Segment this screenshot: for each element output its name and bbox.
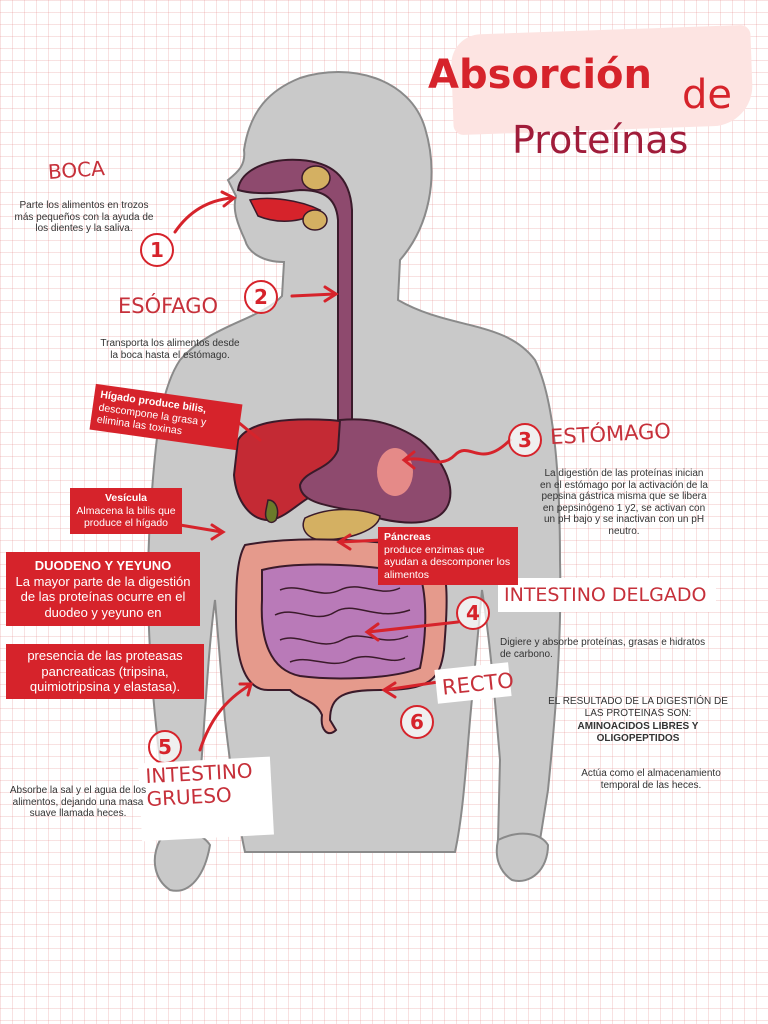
tag-vesicula-text: Almacena la bilis que produce el hígado (76, 504, 176, 530)
label-esofago: ESÓFAGO (118, 294, 219, 318)
desc-esofago: Transporta los alimentos desde la boca h… (100, 338, 240, 361)
tag-vesicula: Vesícula Almacena la bilis que produce e… (70, 488, 182, 534)
desc-boca: Parte los alimentos en trozos más pequeñ… (14, 200, 154, 234)
small-intestine (260, 563, 427, 680)
arrow-2 (290, 292, 337, 298)
arrow-liver (236, 420, 262, 442)
esophagus (236, 158, 353, 421)
resultado-line2: AMINOACIDOS LIBRES Y OLIGOPEPTIDOS (577, 721, 699, 744)
resultado-line1: EL RESULTADO DE LA DIGESTIÓN DE LAS PROT… (548, 696, 728, 719)
desc-estomago: La digestión de las proteínas inician en… (540, 468, 708, 537)
title-line2: Proteínas (512, 118, 689, 162)
desc-recto: Actúa como el almacenamiento temporal de… (581, 768, 721, 791)
arrow-6 (383, 680, 440, 692)
tag-vesicula-title: Vesícula (104, 492, 148, 504)
step-number-6: 6 (400, 705, 434, 739)
step-number-1: 1 (140, 233, 174, 267)
arrow-5 (198, 683, 252, 752)
arrow-1 (173, 196, 234, 234)
label-intestino-grueso: INTESTINO GRUESO (144, 758, 254, 812)
label-intestino-delgado: INTESTINO DELGADO (504, 584, 707, 606)
tag-pancreas: Páncreas produce enzimas que ayudan a de… (378, 527, 518, 586)
step-number-5: 5 (148, 730, 182, 764)
desc-intestino-delgado: Digiere y absorbe proteínas, grasas e hi… (500, 637, 706, 660)
step-number-3: 3 (508, 423, 542, 457)
arrow-vesicula (178, 523, 224, 534)
tag-duodeno-2: presencia de las proteasas pancreaticas … (6, 644, 204, 699)
tag-duodeno: DUODENO Y YEYUNO La mayor parte de la di… (6, 552, 200, 627)
arrow-pancreas (338, 538, 384, 544)
tag-pancreas-text: produce enzimas que ayudan a descomponer… (384, 543, 511, 581)
desc-intestino-grueso: Absorbe la sal y el agua de los alimento… (9, 785, 147, 819)
stomach (298, 418, 452, 524)
tag-pancreas-title: Páncreas (384, 531, 431, 543)
label-boca: BOCA (47, 156, 106, 184)
resultado: EL RESULTADO DE LA DIGESTIÓN DE LAS PROT… (548, 696, 728, 744)
arrow-4 (366, 620, 460, 634)
label-intestino-delgado-bg (498, 578, 716, 612)
step-number-4: 4 (456, 596, 490, 630)
tag-duodeno-title: DUODENO Y YEYUNO (34, 558, 172, 573)
title-de: de (682, 72, 732, 118)
step-number-2: 2 (244, 280, 278, 314)
tag-duodeno-text1: La mayor parte de la digestión de las pr… (15, 573, 191, 620)
arrow-3 (403, 438, 512, 464)
title-line1: Absorción (428, 52, 652, 98)
pancreas (302, 508, 381, 541)
